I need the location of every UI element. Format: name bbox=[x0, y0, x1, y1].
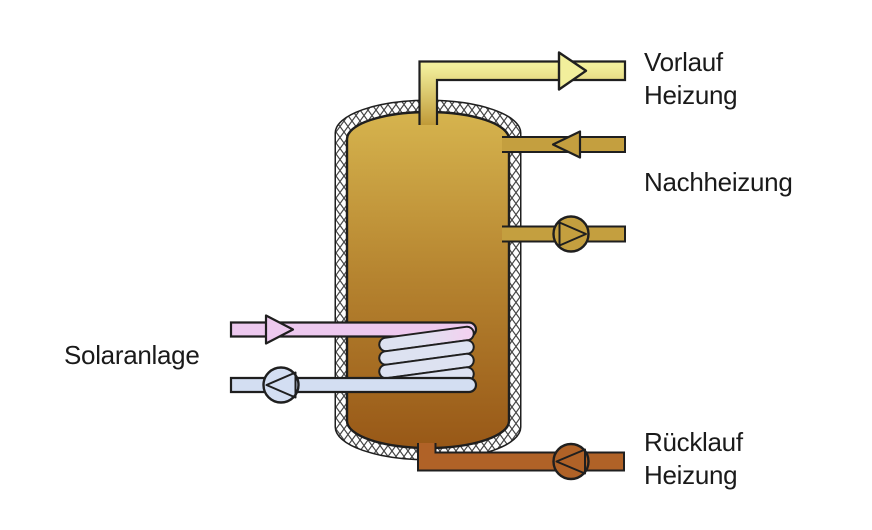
nachheizung-pump-icon bbox=[552, 215, 590, 253]
coil-loop-1 bbox=[378, 325, 475, 353]
solar-pump-icon bbox=[262, 366, 300, 404]
tank-body bbox=[345, 110, 511, 450]
solar-flow-arrow-icon bbox=[264, 314, 295, 345]
coil-loop-3 bbox=[378, 352, 475, 380]
vorlauf-heizung-label: Vorlauf Heizung bbox=[644, 47, 738, 110]
ruecklauf-heizung-label: Rücklauf Heizung bbox=[644, 427, 743, 490]
nachheizung-inlet-arrow-icon bbox=[551, 130, 582, 159]
ruecklauf-pump-icon bbox=[552, 442, 590, 481]
coil-loop-2 bbox=[378, 339, 475, 366]
vorlauf-flow-arrow-icon bbox=[557, 51, 588, 91]
solaranlage-label: Solaranlage bbox=[64, 340, 200, 370]
nachheizung-label: Nachheizung bbox=[644, 167, 793, 197]
